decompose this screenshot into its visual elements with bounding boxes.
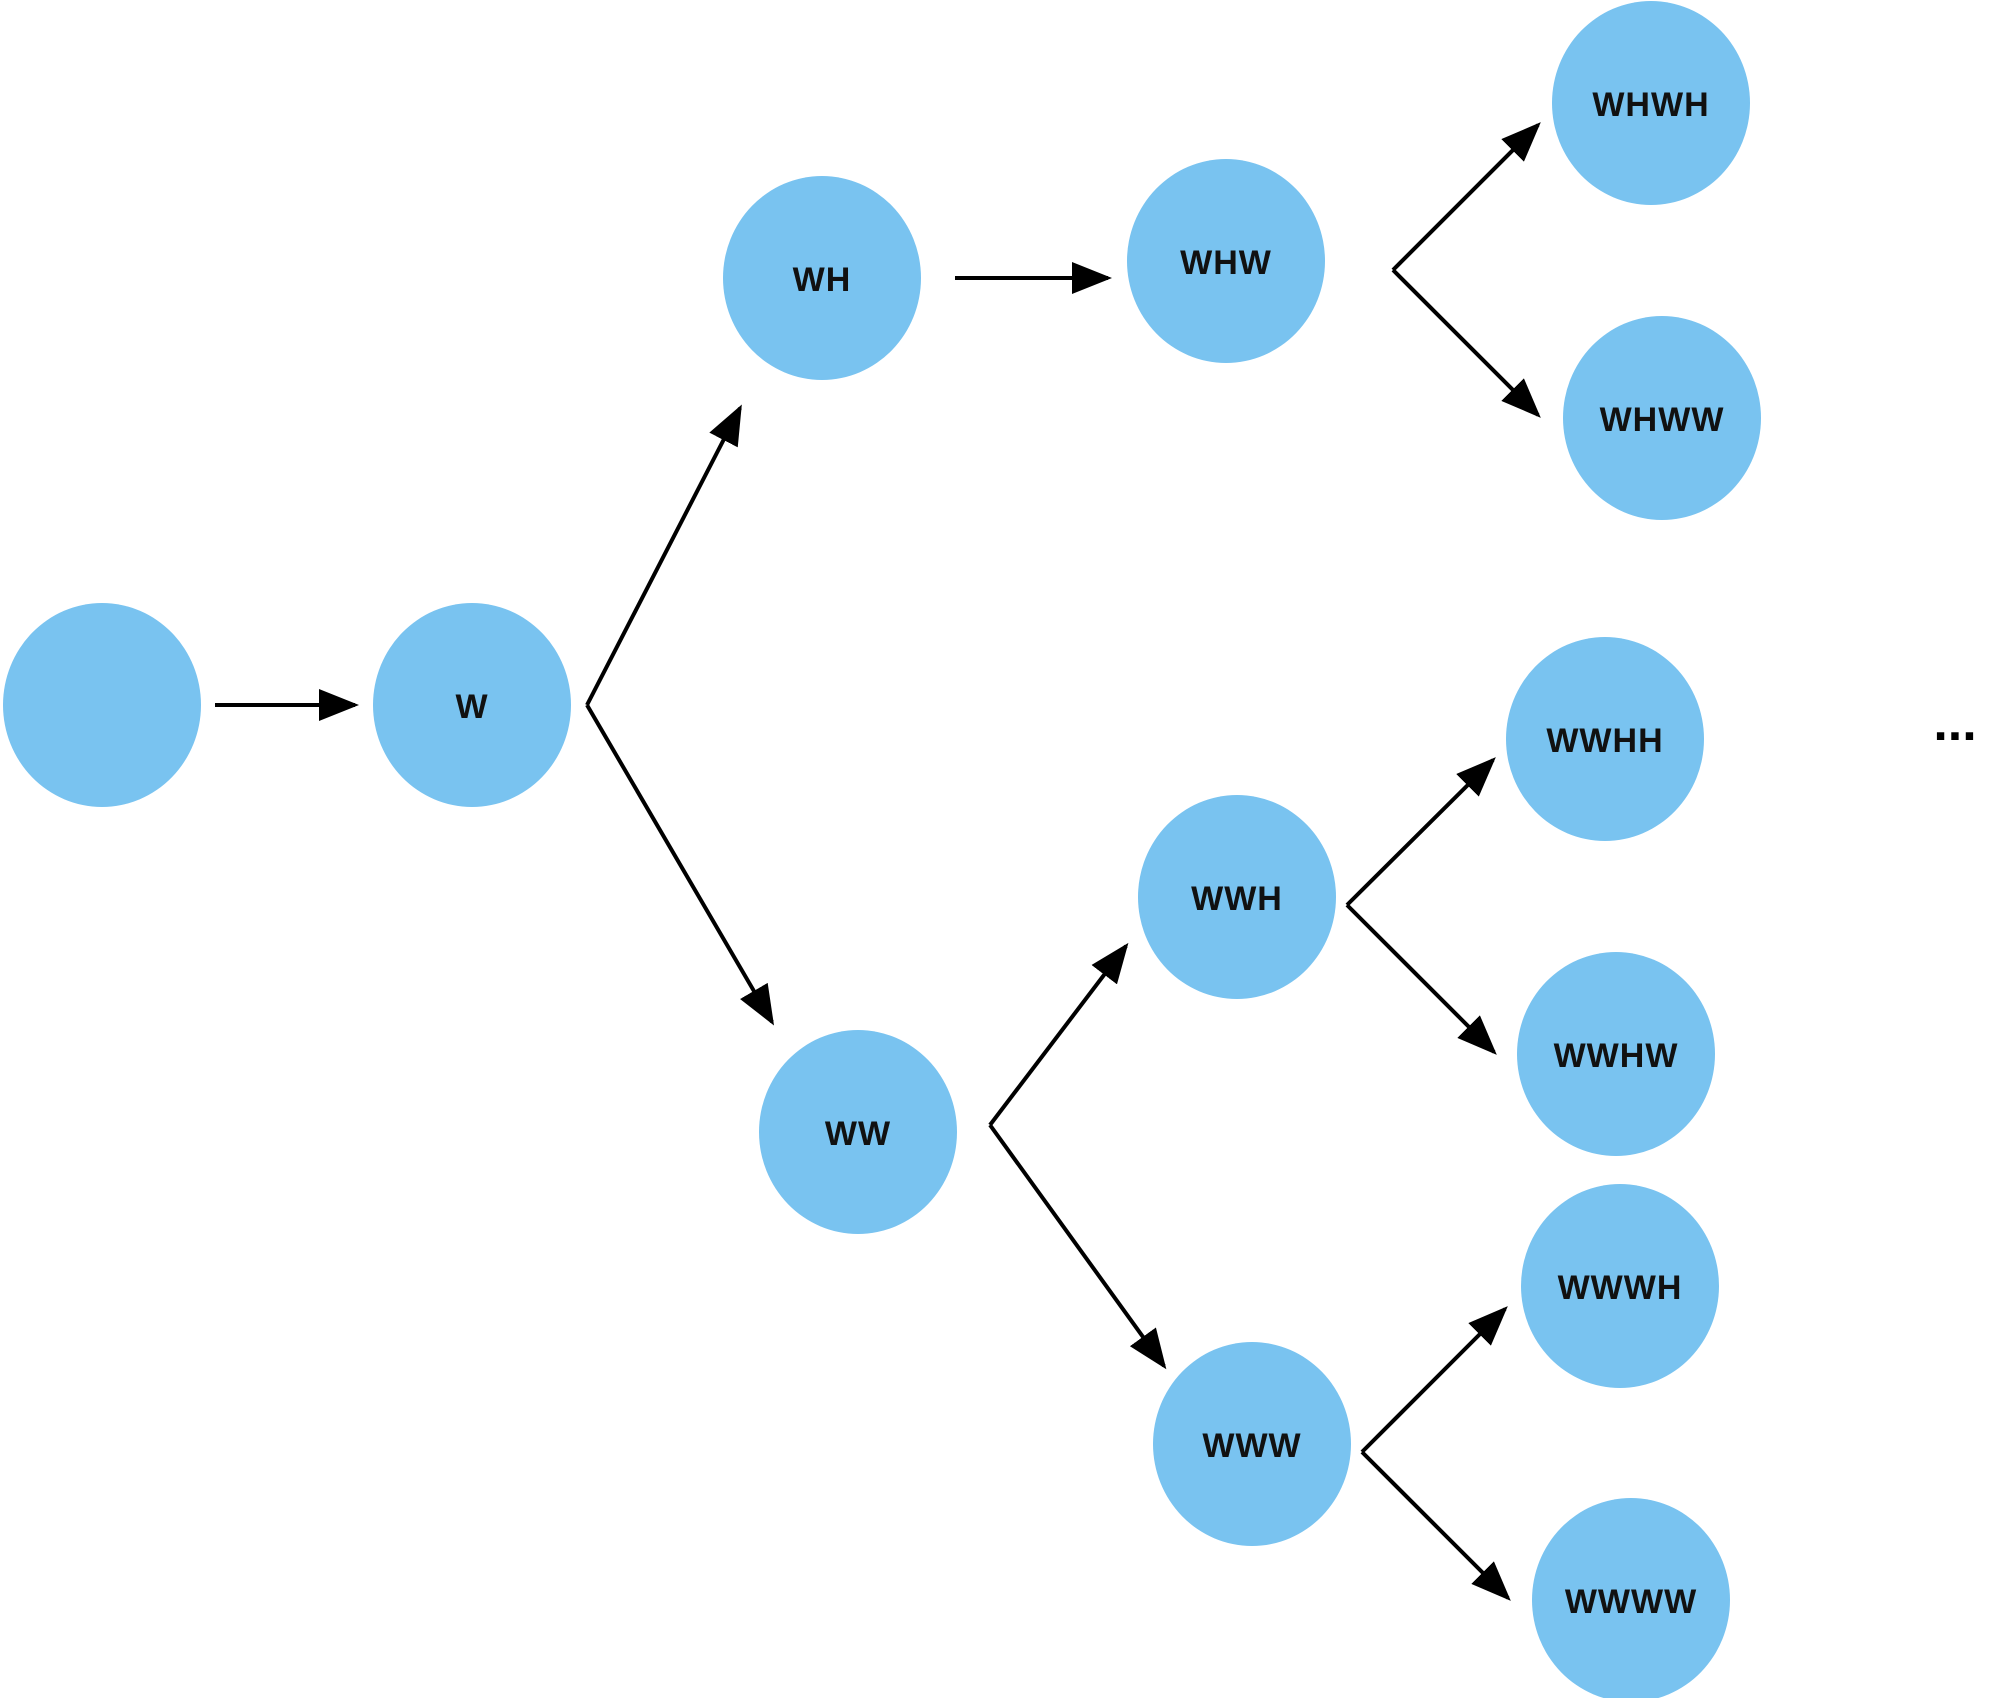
- edge-ww-wwh: [988, 942, 1129, 1127]
- node-w: W: [373, 603, 571, 807]
- node-wwhh-circle: [1506, 637, 1704, 841]
- node-whww-label: WHWW: [1600, 401, 1725, 439]
- node-wwhw-label: WWHW: [1554, 1037, 1679, 1075]
- node-ww-label: WW: [825, 1115, 891, 1153]
- edge-wwh-wwhw: [1345, 903, 1497, 1055]
- edge-www-wwww: [1360, 1450, 1511, 1601]
- node-wwwh: WWWH: [1521, 1184, 1719, 1388]
- node-whww: WHWW: [1563, 316, 1761, 520]
- node-w-label: W: [455, 688, 488, 726]
- node-whww-circle: [1563, 316, 1761, 520]
- node-root: [3, 603, 201, 807]
- node-wwww: WWWW: [1532, 1498, 1730, 1698]
- node-whw: WHW: [1127, 159, 1325, 363]
- node-wwhh-label: WWHH: [1546, 722, 1663, 760]
- node-wwh-label: WWH: [1191, 880, 1283, 918]
- node-wh-circle: [723, 176, 921, 380]
- node-wwh-circle: [1138, 795, 1336, 999]
- node-wwww-label: WWWW: [1565, 1583, 1697, 1621]
- node-whw-circle: [1127, 159, 1325, 363]
- edges: [215, 122, 1541, 1601]
- node-whw-label: WHW: [1180, 244, 1272, 282]
- node-wh: WH: [723, 176, 921, 380]
- node-w-circle: [373, 603, 571, 807]
- node-ww: WW: [759, 1030, 957, 1234]
- edge-wwh-wwhh: [1345, 757, 1496, 907]
- node-www: WWW: [1153, 1342, 1351, 1546]
- node-root-circle: [3, 603, 201, 807]
- edge-w-ww: [585, 703, 775, 1026]
- node-wh-label: WH: [793, 261, 852, 299]
- node-whwh: WHWH: [1552, 1, 1750, 205]
- node-whwh-circle: [1552, 1, 1750, 205]
- node-wwhw-circle: [1517, 952, 1715, 1156]
- node-ww-circle: [759, 1030, 957, 1234]
- node-wwwh-label: WWWH: [1558, 1269, 1683, 1307]
- node-www-label: WWW: [1202, 1427, 1301, 1465]
- edge-whw-whww: [1391, 268, 1541, 418]
- edge-whw-whwh: [1391, 122, 1541, 272]
- node-wwhh: WWHH: [1506, 637, 1704, 841]
- edge-ww-www: [988, 1123, 1167, 1370]
- node-wwwh-circle: [1521, 1184, 1719, 1388]
- node-wwww-circle: [1532, 1498, 1730, 1698]
- node-www-circle: [1153, 1342, 1351, 1546]
- node-whwh-label: WHWH: [1592, 86, 1709, 124]
- continuation-ellipsis: ...: [1933, 694, 1976, 752]
- edge-w-wh: [585, 404, 742, 706]
- edge-www-wwwh: [1360, 1306, 1508, 1454]
- node-wwh: WWH: [1138, 795, 1336, 999]
- node-wwhw: WWHW: [1517, 952, 1715, 1156]
